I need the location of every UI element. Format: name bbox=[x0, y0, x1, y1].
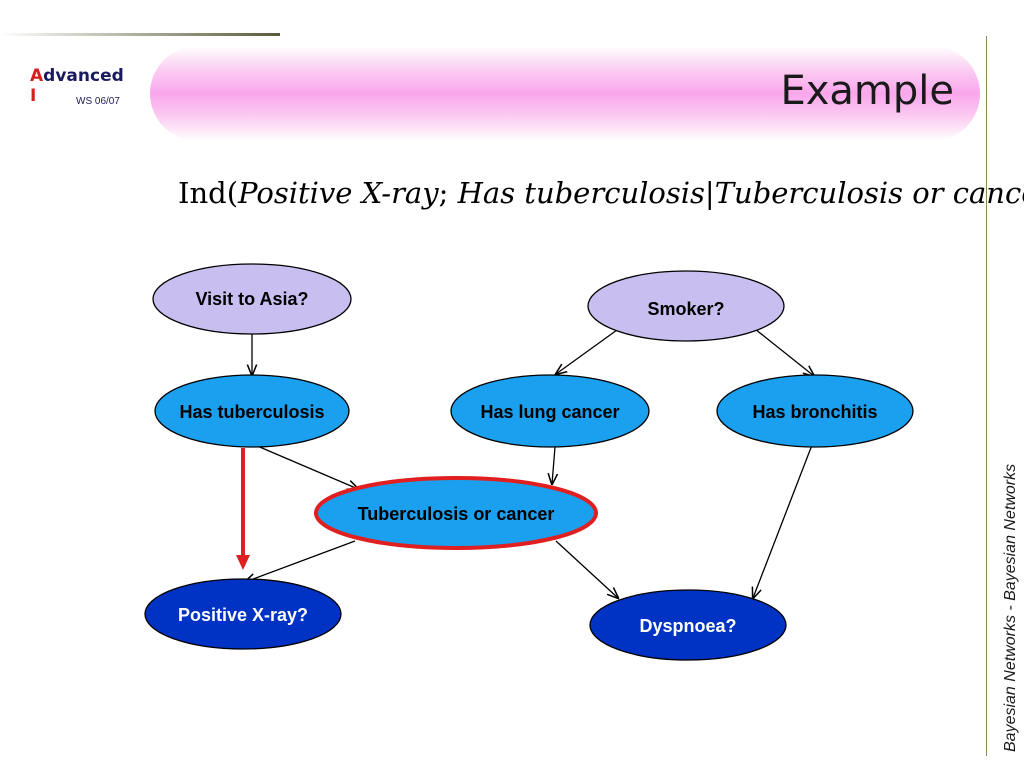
formula-arg-has-tuberculosis: Has tuberculosis bbox=[457, 176, 705, 210]
node-has-lung-cancer: Has lung cancer bbox=[450, 374, 650, 448]
node-label: Tuberculosis or cancer bbox=[358, 504, 555, 524]
logo-i-letter: I bbox=[30, 86, 37, 106]
node-label: Positive X-ray? bbox=[178, 605, 308, 625]
node-has-tuberculosis: Has tuberculosis bbox=[154, 374, 350, 448]
node-label: Visit to Asia? bbox=[195, 289, 308, 309]
title-banner: Example bbox=[150, 46, 980, 141]
formula-arg-positive-x-ray: Positive X-ray bbox=[238, 176, 439, 210]
edge-tb-or-cancer-to-dyspnoea bbox=[555, 540, 618, 598]
slide-title: Example bbox=[780, 68, 954, 114]
formula-separator: ; bbox=[438, 176, 449, 210]
formula-arg-tuberculosis-or-cancer: Tuberculosis or cancer bbox=[714, 176, 1024, 210]
independence-formula: Ind(Positive X-ray; Has tuberculosis|Tub… bbox=[178, 176, 1024, 210]
node-positive-x-ray: Positive X-ray? bbox=[144, 578, 342, 650]
node-label: Has lung cancer bbox=[480, 402, 619, 422]
top-decorative-line bbox=[0, 33, 280, 36]
node-smoker: Smoker? bbox=[587, 270, 785, 342]
node-label: Has tuberculosis bbox=[179, 402, 324, 422]
logo-term: WS 06/07 bbox=[76, 96, 120, 107]
edge-bronchitis-to-dyspnoea bbox=[753, 444, 813, 598]
node-tuberculosis-or-cancer: Tuberculosis or cancer bbox=[314, 476, 598, 550]
edge-tuberculosis-to-tb-or-cancer bbox=[254, 444, 358, 489]
node-label: Smoker? bbox=[647, 299, 724, 319]
node-dyspnoea: Dyspnoea? bbox=[589, 589, 787, 661]
side-footer: Bayesian Networks - Bayesian Networks bbox=[1002, 463, 1019, 752]
node-label: Dyspnoea? bbox=[639, 616, 736, 636]
edge-smoker-to-lung-cancer bbox=[556, 329, 618, 374]
logo-line1: Advanced bbox=[30, 66, 124, 86]
edge-smoker-to-bronchitis bbox=[754, 328, 814, 376]
node-label: Has bronchitis bbox=[752, 402, 877, 422]
edge-lung-cancer-to-tb-or-cancer bbox=[552, 446, 555, 484]
highlight-arrow-head bbox=[236, 555, 250, 570]
logo-word: dvanced bbox=[43, 66, 124, 86]
right-divider-line bbox=[986, 36, 987, 756]
edge-tb-or-cancer-to-x-ray bbox=[245, 540, 356, 582]
formula-given-bar: | bbox=[704, 176, 715, 210]
formula-prefix: Ind( bbox=[178, 176, 239, 210]
node-has-bronchitis: Has bronchitis bbox=[716, 374, 914, 448]
node-visit-to-asia: Visit to Asia? bbox=[152, 263, 352, 335]
course-logo: Advanced I WS 06/07 bbox=[30, 66, 124, 107]
logo-a-letter: A bbox=[30, 66, 44, 86]
